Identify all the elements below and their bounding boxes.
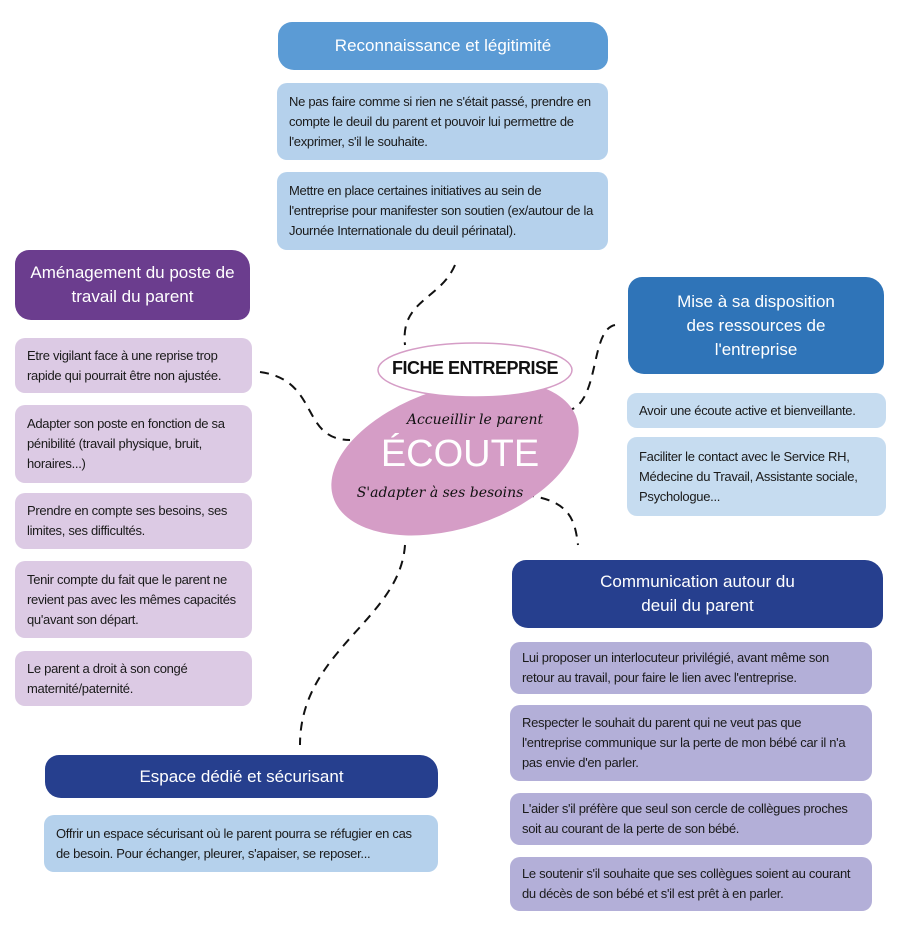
left-item: Le parent a droit à son congé maternité/…: [15, 651, 252, 706]
left-header: Aménagement du poste de travail du paren…: [15, 250, 250, 320]
connector-top: [403, 264, 456, 346]
connector-right: [569, 324, 616, 411]
bottom-left-item: Offrir un espace sécurisant où le parent…: [44, 815, 438, 872]
top-item: Ne pas faire comme si rien ne s'était pa…: [277, 83, 608, 160]
fiche-ellipse: [377, 342, 573, 398]
bottom-right-header: Communication autour du deuil du parent: [512, 560, 883, 628]
bottom-right-item: Lui proposer un interlocuteur privilégié…: [510, 642, 872, 694]
right-item: Avoir une écoute active et bienveillante…: [627, 393, 886, 428]
left-item: Tenir compte du fait que le parent ne re…: [15, 561, 252, 638]
right-header: Mise à sa disposition des ressources de …: [628, 277, 884, 374]
left-item: Etre vigilant face à une reprise trop ra…: [15, 338, 252, 393]
center-tag: FICHE ENTREPRISE: [391, 358, 559, 378]
center-ellipse: [331, 380, 579, 536]
left-item: Prendre en compte ses besoins, ses limit…: [15, 493, 252, 549]
center-title: ÉCOUTE: [380, 433, 540, 475]
connector-bottom-left: [299, 544, 406, 746]
bottom-left-header: Espace dédié et sécurisant: [45, 755, 438, 798]
left-item: Adapter son poste en fonction de sa péni…: [15, 405, 252, 483]
center-line2: S'adapter à ses besoins: [356, 485, 524, 501]
connector-left: [259, 371, 351, 441]
bottom-right-item: L'aider s'il préfère que seul son cercle…: [510, 793, 872, 845]
center-line1: Accueillir le parent: [406, 412, 544, 428]
right-item: Faciliter le contact avec le Service RH,…: [627, 437, 886, 516]
top-header: Reconnaissance et légitimité: [278, 22, 608, 70]
bottom-right-item: Le soutenir s'il souhaite que ses collèg…: [510, 857, 872, 911]
bottom-right-item: Respecter le souhait du parent qui ne ve…: [510, 705, 872, 781]
top-item: Mettre en place certaines initiatives au…: [277, 172, 608, 250]
